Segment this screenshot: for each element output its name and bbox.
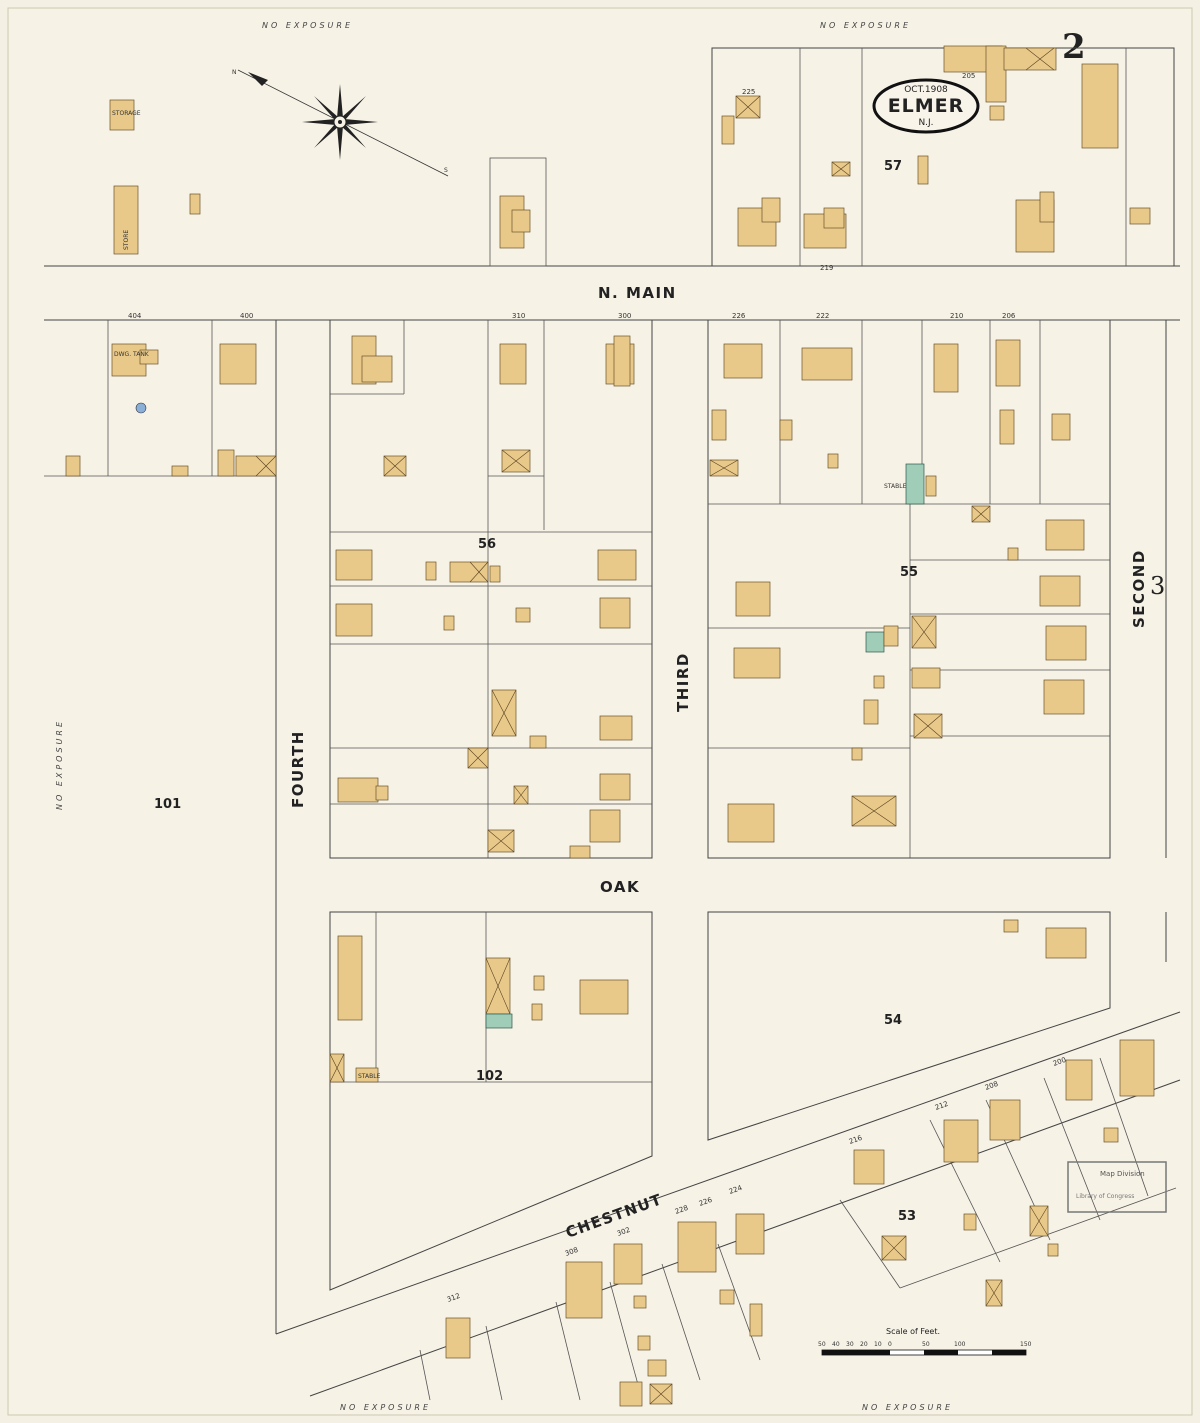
block-55	[707, 319, 1111, 859]
sheet-number: 2	[1062, 27, 1086, 67]
parcel-b	[489, 157, 547, 267]
svg-text:100: 100	[954, 1341, 966, 1348]
edge-label-bottom-right: NO EXPOSURE	[862, 1403, 953, 1412]
svg-text:40: 40	[832, 1341, 840, 1348]
street-label-oak: OAK	[600, 878, 640, 896]
svg-text:222: 222	[816, 312, 829, 320]
block-number-56: 56	[478, 537, 496, 552]
block-101-boundary	[44, 319, 277, 1334]
edge-label-bottom-left: NO EXPOSURE	[340, 1403, 431, 1412]
svg-text:50: 50	[818, 1341, 826, 1348]
svg-text:Map Division: Map Division	[1100, 1170, 1145, 1178]
library-stamp: Map Division Library of Congress	[1067, 1161, 1167, 1213]
svg-text:300: 300	[618, 312, 631, 320]
svg-text:20: 20	[860, 1341, 868, 1348]
map-date: OCT.1908	[904, 85, 948, 95]
svg-text:Library of Congress: Library of Congress	[1076, 1193, 1134, 1200]
street-label-second: SECOND	[1130, 549, 1148, 628]
town-name: ELMER	[888, 95, 965, 117]
scale-bar: Scale of Feet. 50 40 30 20 10 0 50 100 1…	[818, 1327, 1032, 1356]
block-number-54: 54	[884, 1013, 902, 1028]
svg-text:0: 0	[888, 1341, 892, 1348]
block-number-101: 101	[154, 797, 181, 812]
block-102	[329, 911, 653, 1291]
state-name: N.J.	[918, 118, 933, 128]
block-number-57: 57	[884, 159, 902, 174]
street-label-third: THIRD	[674, 652, 692, 712]
block-number-55: 55	[900, 565, 918, 580]
block-number-53: 53	[898, 1209, 916, 1224]
label-stable: STABLE	[884, 483, 907, 490]
adjacent-sheet-ref: 3	[1150, 572, 1165, 600]
svg-text:310: 310	[512, 312, 525, 320]
svg-text:400: 400	[240, 312, 253, 320]
chestnut-north-edge	[275, 1011, 1181, 1335]
svg-text:225: 225	[742, 88, 755, 96]
compass-rose-icon: N S	[232, 69, 449, 177]
block-57	[711, 47, 1175, 267]
house-numbers: 404 400 310 300 226 222 210 206 225 219 …	[128, 72, 1067, 1304]
label-store: STORE	[123, 230, 130, 250]
svg-text:30: 30	[846, 1341, 854, 1348]
svg-text:S: S	[444, 167, 448, 174]
svg-text:219: 219	[820, 264, 833, 272]
svg-text:50: 50	[922, 1341, 930, 1348]
svg-text:210: 210	[950, 312, 963, 320]
label-stable-2: STABLE	[358, 1073, 381, 1080]
svg-text:Scale of Feet.: Scale of Feet.	[886, 1327, 940, 1336]
svg-text:226: 226	[732, 312, 746, 320]
svg-text:404: 404	[128, 312, 142, 320]
label-storage: STORAGE	[112, 110, 141, 117]
block-number-102: 102	[476, 1069, 503, 1084]
edge-label-left: NO EXPOSURE	[55, 719, 64, 810]
label-dwg-tank: DWG. TANK	[114, 351, 150, 358]
svg-text:150: 150	[1020, 1341, 1032, 1348]
block-54	[707, 911, 1111, 1141]
svg-text:10: 10	[874, 1341, 882, 1348]
title-cartouche: OCT.1908 ELMER N.J.	[872, 78, 980, 134]
edge-label-top-left: NO EXPOSURE	[262, 21, 353, 30]
paper	[7, 7, 1193, 1416]
svg-text:206: 206	[1002, 312, 1016, 320]
street-label-n-main: N. MAIN	[598, 284, 677, 302]
svg-text:205: 205	[962, 72, 975, 80]
street-label-fourth: FOURTH	[289, 730, 307, 808]
edge-label-top-right: NO EXPOSURE	[820, 21, 911, 30]
buildings	[65, 45, 1155, 1407]
svg-text:N: N	[232, 69, 237, 76]
block-56	[329, 319, 653, 859]
